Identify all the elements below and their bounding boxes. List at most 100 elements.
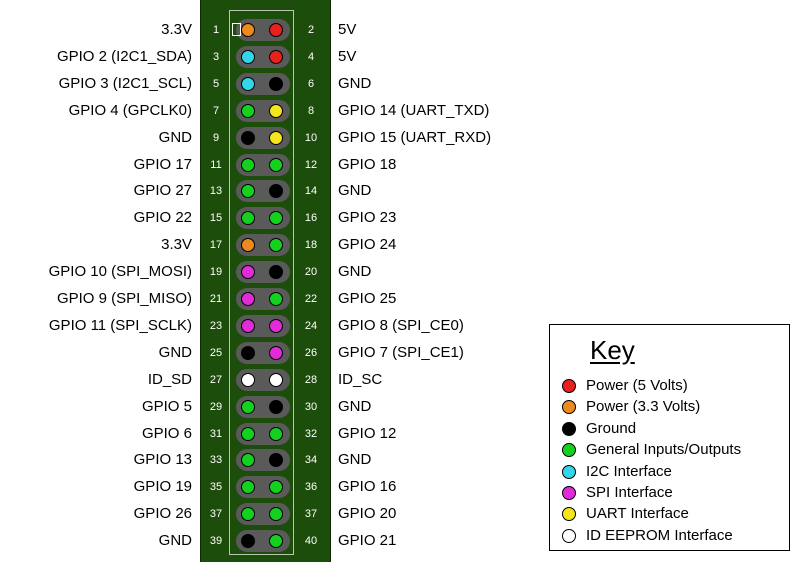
pin-label-right: GPIO 18 bbox=[338, 155, 397, 173]
pin-label-right: GPIO 7 (SPI_CE1) bbox=[338, 343, 464, 361]
pin-label-right: GPIO 14 (UART_TXD) bbox=[338, 101, 490, 119]
pin-dot-left bbox=[241, 480, 255, 495]
pin-dot-right bbox=[269, 399, 283, 414]
pin-dot-left bbox=[241, 23, 255, 37]
pin-dot-right bbox=[269, 372, 283, 387]
pin-number-even: 34 bbox=[304, 454, 318, 467]
key-label: UART Interface bbox=[586, 505, 689, 523]
pin-dot-right bbox=[269, 426, 283, 441]
pin-dot-left bbox=[241, 157, 255, 172]
pin-label-left: 3.3V bbox=[161, 21, 192, 38]
pin-dot-right bbox=[269, 507, 283, 522]
pin-pair bbox=[236, 503, 290, 526]
pin-dot-right bbox=[269, 238, 283, 253]
pin-pair bbox=[236, 449, 290, 472]
pin-pair bbox=[236, 288, 290, 310]
pin-dot-left bbox=[241, 211, 255, 226]
pin-label-left: GPIO 5 bbox=[141, 397, 192, 415]
pin-pair bbox=[236, 368, 290, 391]
key-legend: Key Power (5 Volts)Power (3.3 Volts)Grou… bbox=[549, 324, 790, 551]
pin-number-odd: 29 bbox=[209, 400, 223, 413]
pin-dot-left bbox=[241, 76, 255, 91]
key-color-dot bbox=[562, 379, 576, 393]
pin-dot-left bbox=[241, 130, 255, 145]
pin-number-even: 12 bbox=[304, 158, 318, 171]
pin-label-left: ID_SD bbox=[147, 370, 192, 388]
pin-header-outline bbox=[229, 10, 294, 555]
pin-dot-left bbox=[241, 453, 255, 468]
pin-number-even: 37 bbox=[304, 508, 318, 521]
pin-dot-left bbox=[241, 426, 255, 441]
pin-label-left: GPIO 4 (GPCLK0) bbox=[68, 101, 192, 119]
pin-number-odd: 21 bbox=[209, 293, 223, 305]
pin-dot-right bbox=[269, 103, 283, 118]
pin-number-even: 32 bbox=[304, 427, 318, 440]
pin-number-odd: 35 bbox=[209, 481, 223, 494]
pin-number-odd: 9 bbox=[212, 131, 220, 144]
pin-label-left: GPIO 17 bbox=[133, 155, 192, 173]
pin-number-odd: 39 bbox=[209, 535, 223, 548]
pin-dot-right bbox=[269, 157, 283, 172]
pin-dot-right bbox=[269, 480, 283, 495]
pin-pair bbox=[236, 180, 290, 203]
pin-number-odd: 3 bbox=[212, 50, 220, 63]
key-color-dot bbox=[562, 421, 576, 436]
pin-dot-right bbox=[269, 211, 283, 226]
pin-number-even: 24 bbox=[304, 319, 318, 332]
pin-number-even: 36 bbox=[304, 481, 318, 494]
pin-label-right: GPIO 25 bbox=[338, 290, 397, 307]
pin-dot-right bbox=[269, 265, 283, 280]
pin-dot-left bbox=[241, 507, 255, 522]
pin-label-left: GND bbox=[158, 532, 192, 550]
pin-pair bbox=[236, 45, 290, 68]
pin-label-left: GPIO 22 bbox=[133, 209, 192, 227]
pin-number-even: 16 bbox=[304, 212, 318, 225]
pin-dot-right bbox=[269, 345, 283, 360]
pin-dot-left bbox=[241, 345, 255, 360]
pin-number-odd: 5 bbox=[212, 77, 220, 90]
pin-number-odd: 19 bbox=[209, 266, 223, 279]
pin-number-even: 30 bbox=[304, 400, 318, 413]
pin-dot-left bbox=[241, 265, 255, 280]
pin-label-right: GND bbox=[338, 263, 372, 281]
pin-pair bbox=[236, 234, 290, 257]
pin-pair bbox=[236, 261, 290, 284]
pin-label-right: GPIO 16 bbox=[338, 478, 397, 496]
pin-number-even: 26 bbox=[304, 346, 318, 359]
pin-pair bbox=[236, 395, 290, 418]
pin-number-odd: 33 bbox=[209, 454, 223, 467]
pin-label-right: ID_SC bbox=[338, 370, 383, 388]
pin-label-right: GND bbox=[338, 182, 372, 200]
pin-number-even: 6 bbox=[307, 77, 315, 90]
key-label: SPI Interface bbox=[586, 484, 673, 501]
pin-number-even: 18 bbox=[304, 239, 318, 252]
pin-dot-right bbox=[269, 23, 283, 37]
pin-label-left: GPIO 9 (SPI_MISO) bbox=[56, 290, 192, 307]
pin-label-left: GPIO 13 bbox=[133, 451, 192, 469]
pin-number-even: 4 bbox=[307, 50, 315, 63]
pin-label-right: GPIO 20 bbox=[338, 505, 397, 523]
pin-dot-right bbox=[269, 453, 283, 468]
key-color-dot bbox=[562, 528, 576, 543]
key-title: Key bbox=[590, 335, 635, 365]
pin-number-odd: 23 bbox=[209, 319, 223, 332]
key-color-dot bbox=[562, 464, 576, 479]
pin-label-left: GPIO 6 bbox=[141, 424, 192, 442]
pin-number-odd: 15 bbox=[209, 212, 223, 225]
pin-label-right: GND bbox=[338, 397, 372, 415]
pin-number-even: 28 bbox=[304, 373, 318, 386]
pin-number-odd: 13 bbox=[209, 185, 223, 198]
key-label: I2C Interface bbox=[586, 462, 672, 480]
pin-label-left: GPIO 26 bbox=[133, 505, 192, 523]
pin-number-odd: 17 bbox=[209, 239, 223, 252]
pin-label-left: GPIO 27 bbox=[133, 182, 192, 200]
key-label: General Inputs/Outputs bbox=[586, 441, 742, 459]
pin-pair bbox=[236, 530, 290, 553]
pin-number-odd: 1 bbox=[212, 24, 220, 36]
pin-number-even: 20 bbox=[304, 266, 318, 279]
key-color-dot bbox=[562, 400, 576, 415]
pin-number-even: 2 bbox=[307, 24, 315, 36]
pin-pair bbox=[236, 476, 290, 499]
pin-number-even: 10 bbox=[304, 131, 318, 144]
pin-dot-left bbox=[241, 534, 255, 549]
